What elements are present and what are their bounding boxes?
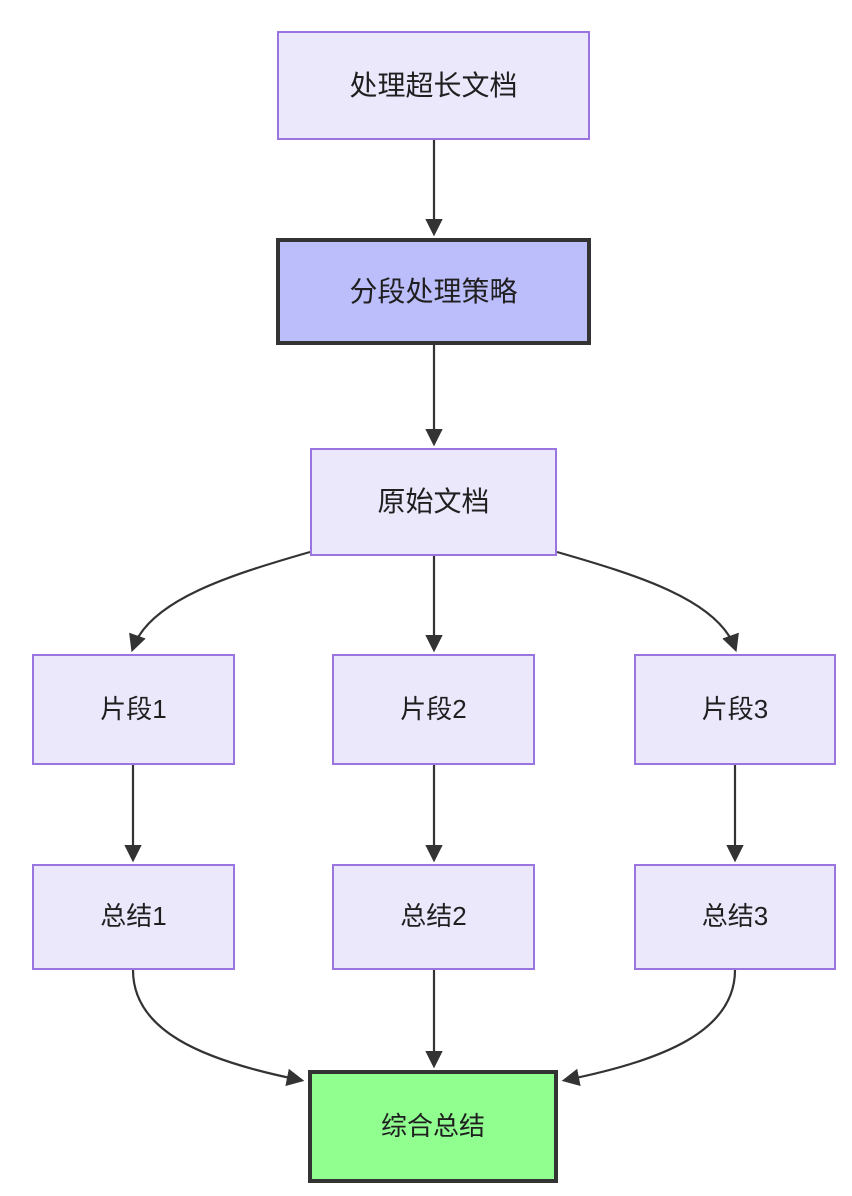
edge-sum3-to-final — [561, 969, 737, 1087]
node-summary-1[interactable]: 总结1 — [32, 864, 235, 970]
node-label: 处理超长文档 — [349, 69, 518, 101]
edge-source-to-chunk1 — [129, 550, 311, 653]
node-source-document[interactable]: 原始文档 — [310, 448, 557, 556]
node-label: 片段2 — [400, 693, 467, 724]
node-final-summary[interactable]: 综合总结 — [308, 1070, 558, 1183]
node-label: 片段1 — [100, 693, 167, 724]
node-label: 综合总结 — [380, 1110, 485, 1141]
node-label: 片段3 — [701, 693, 769, 724]
node-chunk-3[interactable]: 片段3 — [634, 654, 836, 765]
node-summary-3[interactable]: 总结3 — [634, 864, 836, 970]
node-chunking-strategy[interactable]: 分段处理策略 — [276, 238, 591, 345]
node-summary-2[interactable]: 总结2 — [332, 864, 535, 970]
node-chunk-1[interactable]: 片段1 — [32, 654, 235, 765]
node-label: 分段处理策略 — [349, 275, 518, 307]
node-chunk-2[interactable]: 片段2 — [332, 654, 535, 765]
node-label: 总结1 — [100, 901, 167, 932]
node-label: 原始文档 — [377, 486, 490, 518]
node-label: 总结3 — [701, 901, 769, 932]
node-process-long-document[interactable]: 处理超长文档 — [277, 31, 590, 140]
node-label: 总结2 — [400, 901, 467, 932]
edge-source-to-chunk3 — [556, 550, 739, 653]
edge-sum1-to-final — [131, 969, 305, 1087]
